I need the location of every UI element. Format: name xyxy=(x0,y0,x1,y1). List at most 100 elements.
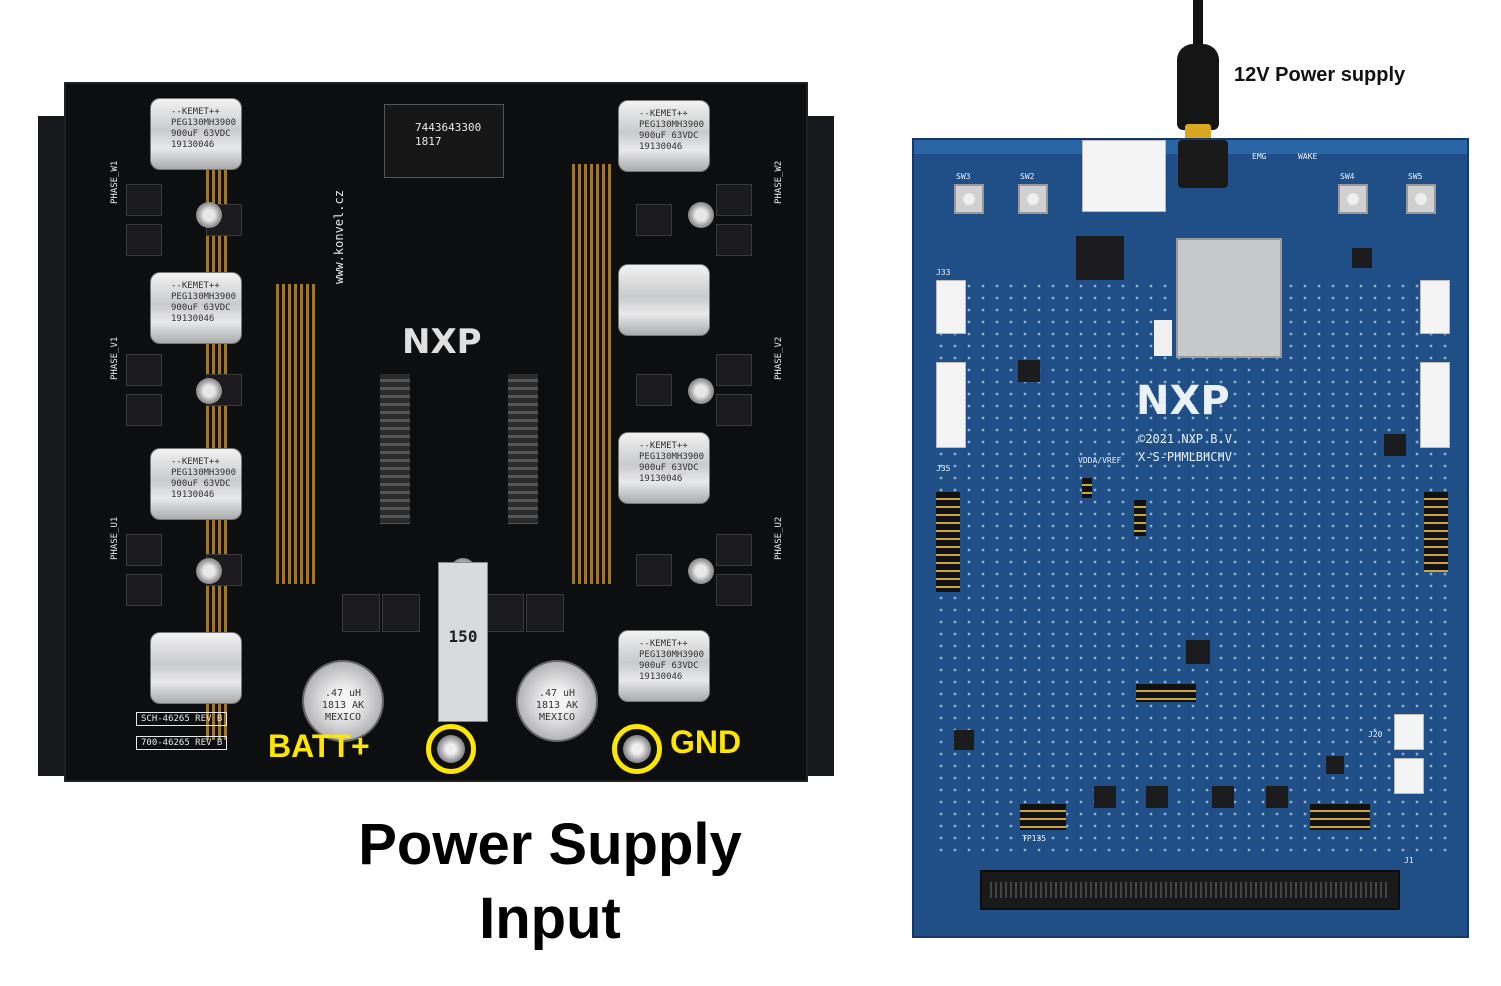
terminal-bolt xyxy=(623,735,651,763)
silk-emg: EMG xyxy=(1252,152,1267,161)
silk-tp135: TP135 xyxy=(1022,834,1047,843)
ic-chip xyxy=(1154,320,1172,356)
mosfet xyxy=(636,554,672,586)
silk-j1: J1 xyxy=(1404,856,1414,865)
power-plug xyxy=(1177,44,1219,130)
capacitor: --KEMET++ PEG130MH3900 900uF 63VDC 19130… xyxy=(618,630,710,702)
side-connector xyxy=(1394,714,1424,750)
caption-line-2: Input xyxy=(479,886,621,951)
mosfet xyxy=(716,574,752,606)
part-number-text: X-S-PHMLBHCHV xyxy=(1138,450,1232,464)
capacitor: --KEMET++ PEG130MH3900 900uF 63VDC 19130… xyxy=(618,100,710,172)
silk-url: www.konvel.cz xyxy=(332,190,346,284)
mosfet xyxy=(126,534,162,566)
caption-line-1: Power Supply xyxy=(358,812,742,877)
controller-board: SW3 SW2 SW4 SW5 EMG WAKE J33 J35 J20 VDD… xyxy=(912,138,1469,938)
side-connector xyxy=(936,362,966,448)
ic-chip xyxy=(1094,786,1116,808)
ic-chip xyxy=(1186,640,1210,664)
capacitor-marking: --KEMET++ PEG130MH3900 900uF 63VDC 19130… xyxy=(639,441,705,484)
side-connector xyxy=(1420,280,1450,334)
capacitor: --KEMET++ PEG130MH3900 900uF 63VDC 19130… xyxy=(150,98,242,170)
mosfet xyxy=(716,184,752,216)
mosfet xyxy=(716,534,752,566)
silk-j35: J35 xyxy=(936,464,951,473)
pin-header xyxy=(508,374,538,524)
mosfet xyxy=(126,394,162,426)
power-connector xyxy=(1082,140,1166,212)
heatsink-left xyxy=(38,116,68,776)
heatsink-right xyxy=(804,116,834,776)
inductor: 7443643300 1817 xyxy=(384,104,504,178)
capacitor: --KEMET++ PEG130MH3900 900uF 63VDC 19130… xyxy=(618,432,710,504)
nxp-logo: NXP xyxy=(402,322,482,362)
capacitor-marking: --KEMET++ PEG130MH3900 900uF 63VDC 19130… xyxy=(639,639,705,682)
silk-j33: J33 xyxy=(936,268,951,277)
choke-marking: .47 uH 1813 AK MEXICO xyxy=(321,688,365,723)
via-field xyxy=(934,280,1454,860)
bolt-standoff xyxy=(688,558,714,584)
bolt-standoff xyxy=(196,202,222,228)
batt-positive-label: BATT+ xyxy=(268,728,370,764)
bolt-standoff xyxy=(196,378,222,404)
capacitor-marking: --KEMET++ PEG130MH3900 900uF 63VDC 19130… xyxy=(639,109,705,152)
capacitor: --KEMET++ PEG130MH3900 900uF 63VDC 19130… xyxy=(150,448,242,520)
mosfet xyxy=(126,224,162,256)
ic-chip xyxy=(954,730,974,750)
phase-label: PHASE_W1 xyxy=(110,160,120,204)
capacitor xyxy=(150,632,242,704)
capacitor: --KEMET++ PEG130MH3900 900uF 63VDC 19130… xyxy=(150,272,242,344)
ic-chip xyxy=(1212,786,1234,808)
mosfet xyxy=(636,204,672,236)
silk-rev-sch: SCH-46265 REV B xyxy=(136,712,228,726)
side-connector xyxy=(1420,362,1450,448)
pin-header xyxy=(936,492,960,592)
mosfet xyxy=(526,594,564,632)
jumper xyxy=(1134,500,1146,536)
bolt-standoff xyxy=(688,378,714,404)
pin-header xyxy=(380,374,410,524)
ic-chip xyxy=(1384,434,1406,456)
jumper-row xyxy=(1310,804,1370,830)
silk-j20: J20 xyxy=(1368,730,1383,739)
bolt-standoff xyxy=(196,558,222,584)
silk-wake: WAKE xyxy=(1298,152,1318,161)
pad-strip xyxy=(276,284,316,584)
fuse: 150 xyxy=(438,562,488,722)
silk-sw3: SW3 xyxy=(956,172,971,181)
terminal-bolt xyxy=(437,735,465,763)
barrel-jack xyxy=(1178,140,1228,188)
push-button xyxy=(954,184,984,214)
silk-sw2: SW2 xyxy=(1020,172,1035,181)
nxp-logo: NXP xyxy=(1136,378,1230,424)
shield-can xyxy=(1176,238,1282,358)
mosfet xyxy=(382,594,420,632)
power-cable xyxy=(1193,0,1203,50)
mosfet xyxy=(126,184,162,216)
ic-chip xyxy=(1326,756,1344,774)
supply-12v-caption: 12V Power supply xyxy=(1234,64,1406,86)
mosfet xyxy=(716,394,752,426)
phase-label: PHASE_U2 xyxy=(774,516,784,560)
power-plug-tip xyxy=(1185,124,1211,142)
mosfet xyxy=(716,354,752,386)
batt-positive-terminal xyxy=(426,724,476,774)
mosfet xyxy=(486,594,524,632)
silk-sw4: SW4 xyxy=(1340,172,1355,181)
fuse-rating: 150 xyxy=(448,627,478,646)
inductor-marking: 7443643300 1817 xyxy=(415,121,482,148)
side-connector xyxy=(936,280,966,334)
mosfet xyxy=(126,354,162,386)
phase-label: PHASE_U1 xyxy=(110,516,120,560)
silk-vdda-vref: VDDA/VREF xyxy=(1078,456,1122,465)
edge-connector xyxy=(980,870,1400,910)
pad-strip xyxy=(572,164,612,584)
choke-coil: .47 uH 1813 AK MEXICO xyxy=(302,660,384,742)
capacitor xyxy=(618,264,710,336)
push-button xyxy=(1018,184,1048,214)
capacitor-marking: --KEMET++ PEG130MH3900 900uF 63VDC 19130… xyxy=(171,107,237,150)
mosfet xyxy=(636,374,672,406)
ic-chip xyxy=(1266,786,1288,808)
bolt-standoff xyxy=(688,202,714,228)
jumper xyxy=(1082,478,1092,498)
